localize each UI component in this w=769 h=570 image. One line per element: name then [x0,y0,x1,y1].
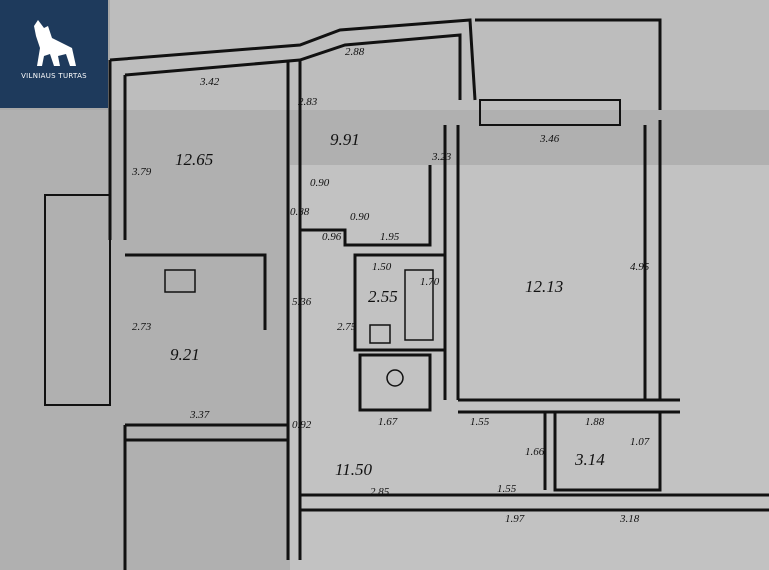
dim-label: 0.90 [310,177,330,189]
dim-label: 0.96 [322,231,342,243]
dim-label: 3.79 [131,166,152,178]
room-area-d: 9.21 [170,345,200,364]
dim-label: 1.66 [525,446,545,458]
sink-icon [369,324,391,344]
room-area-f: 3.14 [574,450,605,469]
bathtub-icon [404,269,434,341]
dim-label: 1.55 [470,416,490,428]
balcony-rail [479,99,621,126]
right-inner-wall [643,120,662,400]
dim-label: 3.23 [431,151,452,163]
top-right-wall [475,18,662,110]
hall-bottom-wall [458,398,680,414]
dim-label: 3.37 [189,409,210,421]
walls [44,18,769,570]
brand-logo: VILNIAUS TURTAS [0,0,108,108]
dim-label: 3.18 [619,513,640,525]
dim-label: 2.83 [298,96,318,108]
toilet-icon [386,369,404,387]
paper-sheet-right [290,165,769,570]
dimension-labels: 3.42 2.88 3.46 3.79 2.83 3.23 0.90 0.90 … [131,46,650,525]
room-area-c: 12.13 [525,277,563,296]
dim-label: 2.73 [132,321,152,333]
center-left-wall [286,60,302,560]
wc-walls [358,353,432,412]
room-f-walls [543,412,662,492]
top-outer-wall [109,18,477,101]
room-area-a: 12.65 [175,150,213,169]
room-area-g: 2.55 [368,287,398,306]
dim-label: 1.67 [378,416,398,428]
dim-label: 1.55 [497,483,517,495]
dim-label: 1.50 [372,261,392,273]
dim-label: 3.42 [199,76,220,88]
dim-label: 1.95 [380,231,400,243]
dim-label: 0.90 [350,211,370,223]
dim-label: 3.46 [539,133,560,145]
stove-icon [164,269,196,293]
room-area-e: 11.50 [335,460,372,479]
left-closet [44,194,111,406]
logo-text: VILNIAUS TURTAS [21,72,87,80]
dim-label: 2.88 [345,46,365,58]
dim-label: 2.85 [370,486,390,498]
dim-label: 1.97 [505,513,525,525]
dim-label: 0.92 [292,419,312,431]
dim-label: 4.95 [630,261,650,273]
room-d-walls [125,253,288,442]
dim-label: 0.88 [290,206,310,218]
dim-label: 2.75 [337,321,357,333]
bottom-wall [300,493,769,512]
dim-label: 1.70 [420,276,440,288]
dim-label: 5.36 [292,296,312,308]
wolf-icon [34,20,76,66]
dim-label: 1.88 [585,416,605,428]
room-area-b: 9.91 [330,130,360,149]
bathroom-walls [353,253,447,352]
hall-wall [300,165,432,247]
dim-label: 1.07 [630,436,650,448]
